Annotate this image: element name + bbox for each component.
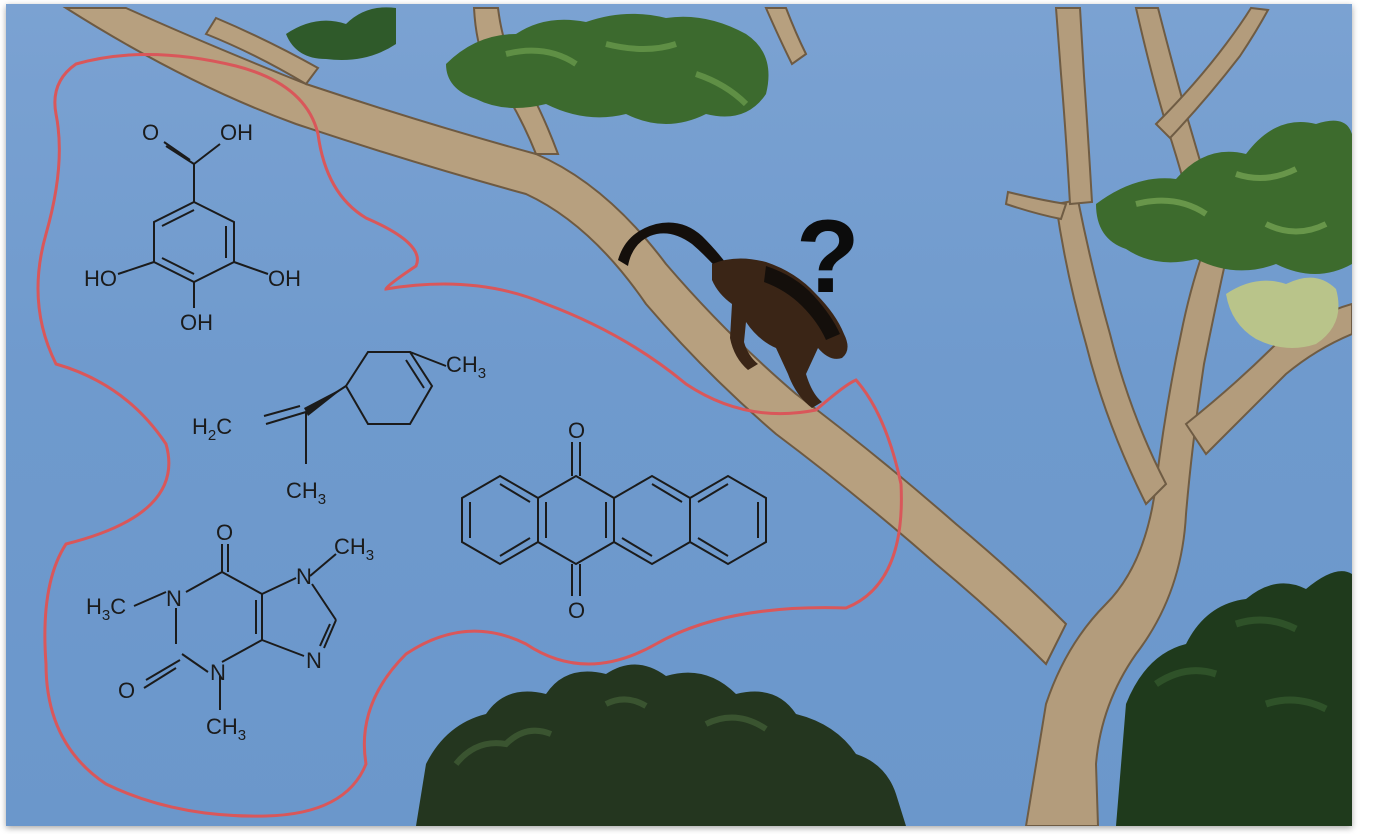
limonene-wedge-bond [304, 386, 346, 416]
limonene-molecule [263, 351, 447, 464]
gallic-ho-left-label: HO [84, 266, 117, 291]
tetracenequinone-o-bottom: O [568, 598, 585, 623]
tetracenequinone-molecule [461, 442, 767, 596]
caffeine-n9: N [306, 648, 322, 673]
annotation-outline [36, 52, 903, 818]
caffeine-n3: N [210, 660, 226, 685]
gallic-oh-right-label: OH [268, 266, 301, 291]
limonene-ch3-top: CH3 [446, 352, 486, 382]
caffeine-ch3-top: CH3 [334, 534, 374, 564]
monkey-silhouette [618, 222, 848, 408]
photo-scene: ? O OH HO OH OH CH3 H2C CH3 [36, 6, 1352, 826]
foreground-tree-canopy [416, 664, 906, 826]
caffeine-molecule [133, 544, 337, 710]
photo-frame: ? O OH HO OH OH CH3 H2C CH3 [6, 4, 1352, 826]
limonene-h2c: H2C [192, 414, 232, 444]
right-tree-canopy [1116, 571, 1352, 826]
caffeine-o-top: O [216, 520, 233, 545]
leaves-top [286, 7, 1352, 348]
caffeine-n1: N [166, 586, 182, 611]
question-mark: ? [796, 199, 860, 315]
caffeine-h3c: H3C [86, 594, 126, 624]
tetracenequinone-o-top: O [568, 418, 585, 443]
limonene-ch3-bottom: CH3 [286, 478, 326, 508]
caffeine-n7: N [296, 564, 312, 589]
caffeine-o-left: O [118, 678, 135, 703]
gallic-acid-molecule [117, 141, 269, 308]
gallic-o-label: O [142, 120, 159, 145]
gallic-oh-top-label: OH [220, 120, 253, 145]
caffeine-ch3-bottom: CH3 [206, 714, 246, 744]
gallic-oh-bottom-label: OH [180, 310, 213, 335]
